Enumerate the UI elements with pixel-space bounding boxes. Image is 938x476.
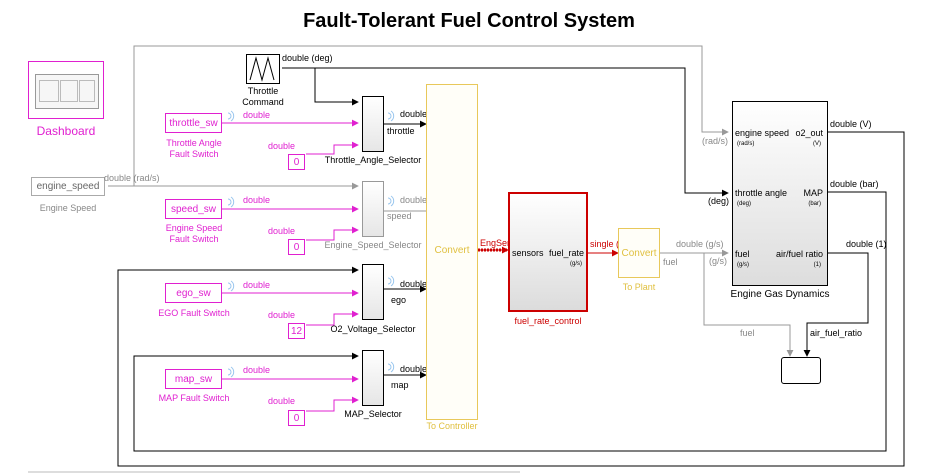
engine-speed-block[interactable]: engine_speed <box>31 177 105 196</box>
fuel-rate-control-label: fuel_rate_control <box>514 316 582 326</box>
wire-throttle-sel <box>314 68 359 106</box>
map-sw-label-1: MAP Fault Switch <box>158 393 230 403</box>
constant-0-block[interactable]: 0 <box>288 154 305 170</box>
constant-2-block[interactable]: 12 <box>288 323 305 339</box>
throttle-sw-label-1: Throttle Angle <box>166 138 222 148</box>
engine-speed-signal: double (rad/s) <box>104 173 160 183</box>
throttle-command-signal: double (deg) <box>282 53 333 63</box>
o2-voltage-selector[interactable] <box>362 264 384 320</box>
egd-out-map-unit: (bar) <box>808 201 821 207</box>
to-plant-label: To Plant <box>622 282 656 292</box>
throttle-command-label-2: Command <box>242 97 284 107</box>
constant-2-signal: double <box>268 310 296 320</box>
scope-in-fuel: fuel <box>740 328 755 338</box>
throttle-sw-block[interactable]: throttle_sw <box>165 113 222 133</box>
constant-0-signal: double <box>268 141 296 151</box>
wire-map-loop <box>133 191 887 452</box>
ego-sw-signal: double <box>243 280 271 290</box>
egd-out-map-signal: double (bar) <box>830 179 879 189</box>
wire-throttle-cmd <box>282 67 729 197</box>
egd-wire-deg: (deg) <box>708 196 730 206</box>
egd-in-engine-speed-unit: (rad/s) <box>737 141 755 147</box>
egd-in-throttle-angle: throttle angle <box>735 188 788 198</box>
map-sw-signal: double <box>243 365 271 375</box>
o2-selector-out: ego <box>391 295 407 305</box>
scope-in-afr: air_fuel_ratio <box>810 328 863 338</box>
page-title: Fault-Tolerant Fuel Control System <box>303 10 635 32</box>
throttle-command-label-1: Throttle <box>247 86 279 96</box>
egd-out-map: MAP <box>803 188 823 198</box>
speed-sw-label-1: Engine Speed <box>165 223 223 233</box>
map-selector-out: map <box>391 380 409 390</box>
egd-out-o2: o2_out <box>795 128 823 138</box>
egd-out-o2-unit: (V) <box>813 141 821 147</box>
wire-afr-scope <box>803 252 869 357</box>
scope-block[interactable] <box>781 357 821 384</box>
wire-engine-speed-top <box>108 45 729 187</box>
dashboard-block[interactable] <box>28 61 104 119</box>
speed-sw-label-2: Fault Switch <box>169 234 219 244</box>
throttle-angle-selector[interactable] <box>362 96 384 152</box>
map-selector-signal: double (bar) <box>400 364 449 374</box>
egd-out-afr-signal: double (1) <box>846 239 887 249</box>
engine-speed-label: Engine Speed <box>39 203 97 213</box>
o2-selector-label: O2_Voltage_Selector <box>330 324 416 334</box>
throttle-selector-signal: double <box>400 109 428 119</box>
constant-1-signal: double <box>268 226 296 236</box>
constant-3-signal: double <box>268 396 296 406</box>
signal-icons <box>227 110 395 378</box>
fuel-rate-control-block[interactable]: sensors fuel_rate (g/s) <box>508 192 588 312</box>
fuel-rate-signal: single (g/s) <box>590 239 618 249</box>
to-controller-text: Convert <box>434 245 470 256</box>
constant-3-block[interactable]: 0 <box>288 410 305 426</box>
to-controller-label: To Controller <box>426 421 478 431</box>
egd-wire-g-s: (g/s) <box>709 256 727 266</box>
egd-out-o2-signal: double (V) <box>830 119 872 129</box>
throttle-selector-out: throttle <box>387 126 415 136</box>
map-selector-label: MAP_Selector <box>344 409 402 419</box>
egd-wire-rad-s: (rad/s) <box>702 136 729 146</box>
fuel-ctrl-in-port: sensors <box>512 248 544 258</box>
bus-label: EngSensors <box>480 238 530 248</box>
dashboard-label: Dashboard <box>36 124 96 138</box>
fuel-ctrl-out-unit: (g/s) <box>570 261 582 267</box>
fuel-ctrl-out-port: fuel_rate <box>548 248 584 258</box>
egd-out-afr: air/fuel ratio <box>775 249 823 259</box>
wire-fuel-scope <box>703 253 794 357</box>
to-plant-text: Convert <box>621 248 657 259</box>
to-plant-block[interactable]: Convert <box>618 228 660 278</box>
speed-selector-label: Engine_Speed_Selector <box>324 240 422 250</box>
throttle-command-block[interactable] <box>246 54 280 84</box>
map-sw-block[interactable]: map_sw <box>165 369 222 389</box>
speed-sw-signal: double <box>243 195 271 205</box>
engine-gas-dynamics-label: Engine Gas Dynamics <box>730 289 830 300</box>
egd-in-fuel: fuel <box>735 249 750 259</box>
speed-sw-block[interactable]: speed_sw <box>165 199 222 219</box>
ego-sw-label-1: EGO Fault Switch <box>158 308 230 318</box>
egd-in-engine-speed: engine speed <box>735 128 790 138</box>
wire-o2-loop <box>117 131 905 467</box>
throttle-sw-signal: double <box>243 110 271 120</box>
o2-selector-signal: double (V) <box>400 279 442 289</box>
egd-in-throttle-angle-unit: (deg) <box>737 201 752 207</box>
throttle-selector-label: Throttle_Angle_Selector <box>324 155 422 165</box>
signal-builder-icon <box>249 56 275 82</box>
map-selector[interactable] <box>362 350 384 406</box>
to-controller-block[interactable]: Convert <box>426 84 478 420</box>
ego-sw-block[interactable]: ego_sw <box>165 283 222 303</box>
engine-gas-dynamics-block[interactable]: engine speed (rad/s) throttle angle (deg… <box>732 101 828 286</box>
egd-in-fuel-unit: (g/s) <box>737 262 749 268</box>
constant-1-block[interactable]: 0 <box>288 239 305 255</box>
to-plant-out-name: fuel <box>663 257 678 267</box>
engine-speed-selector[interactable] <box>362 181 384 237</box>
throttle-sw-label-2: Fault Switch <box>169 149 219 159</box>
egd-out-afr-unit: (1) <box>813 262 821 268</box>
to-plant-out-signal: double (g/s) <box>676 239 724 249</box>
speed-selector-out: speed <box>387 211 412 221</box>
